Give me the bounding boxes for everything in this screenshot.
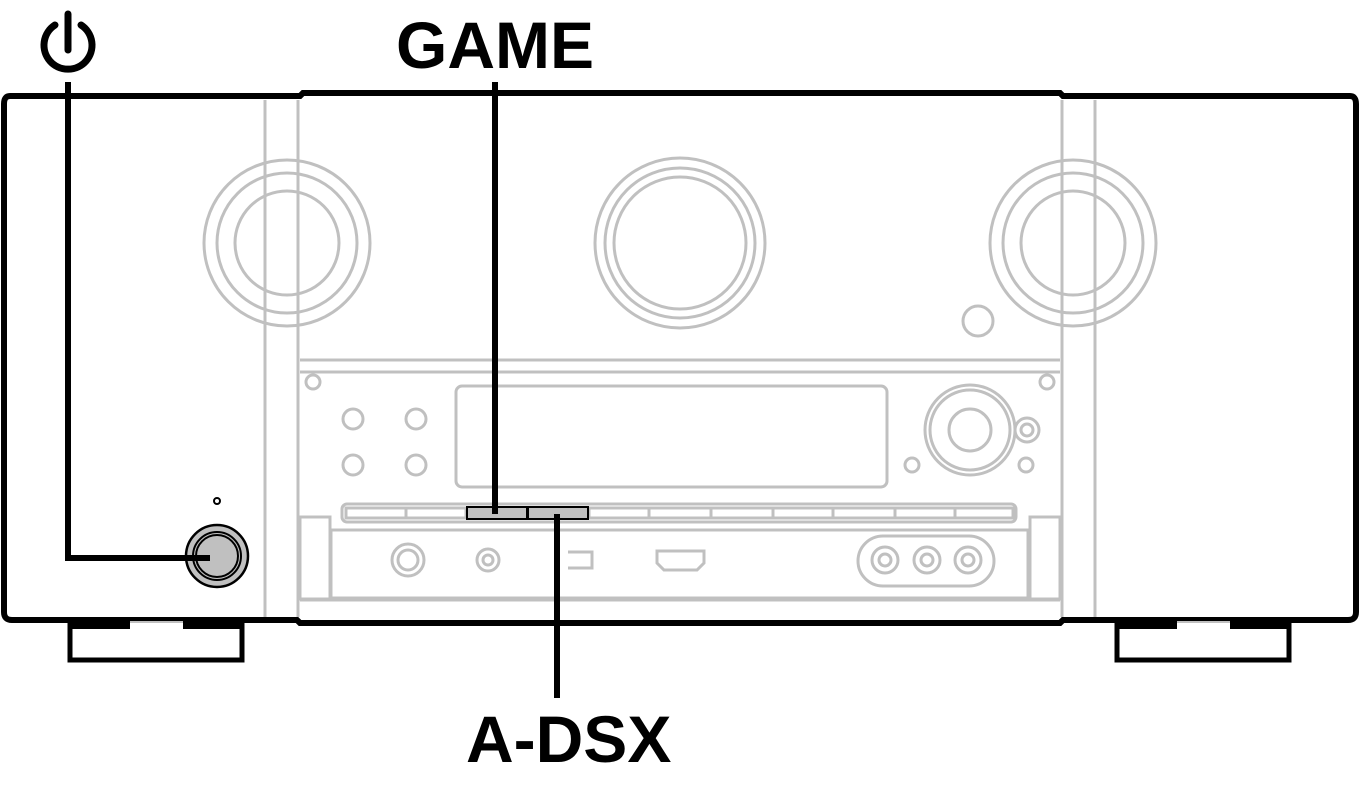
right-foot <box>1114 619 1292 663</box>
small-button <box>961 304 995 338</box>
power-icon <box>40 10 96 73</box>
adsx-label: A-DSX <box>466 702 672 776</box>
left-knob <box>202 158 372 328</box>
quick-select-button-row <box>344 506 1015 520</box>
game-label: GAME <box>396 8 594 82</box>
lower-panel <box>298 358 1062 602</box>
left-foot <box>67 619 245 663</box>
chassis <box>0 90 1359 626</box>
power-button[interactable] <box>184 523 250 589</box>
power-indicator <box>213 497 221 505</box>
power-callout-line <box>65 82 210 561</box>
volume-knob <box>593 156 767 330</box>
right-knob <box>988 158 1158 328</box>
